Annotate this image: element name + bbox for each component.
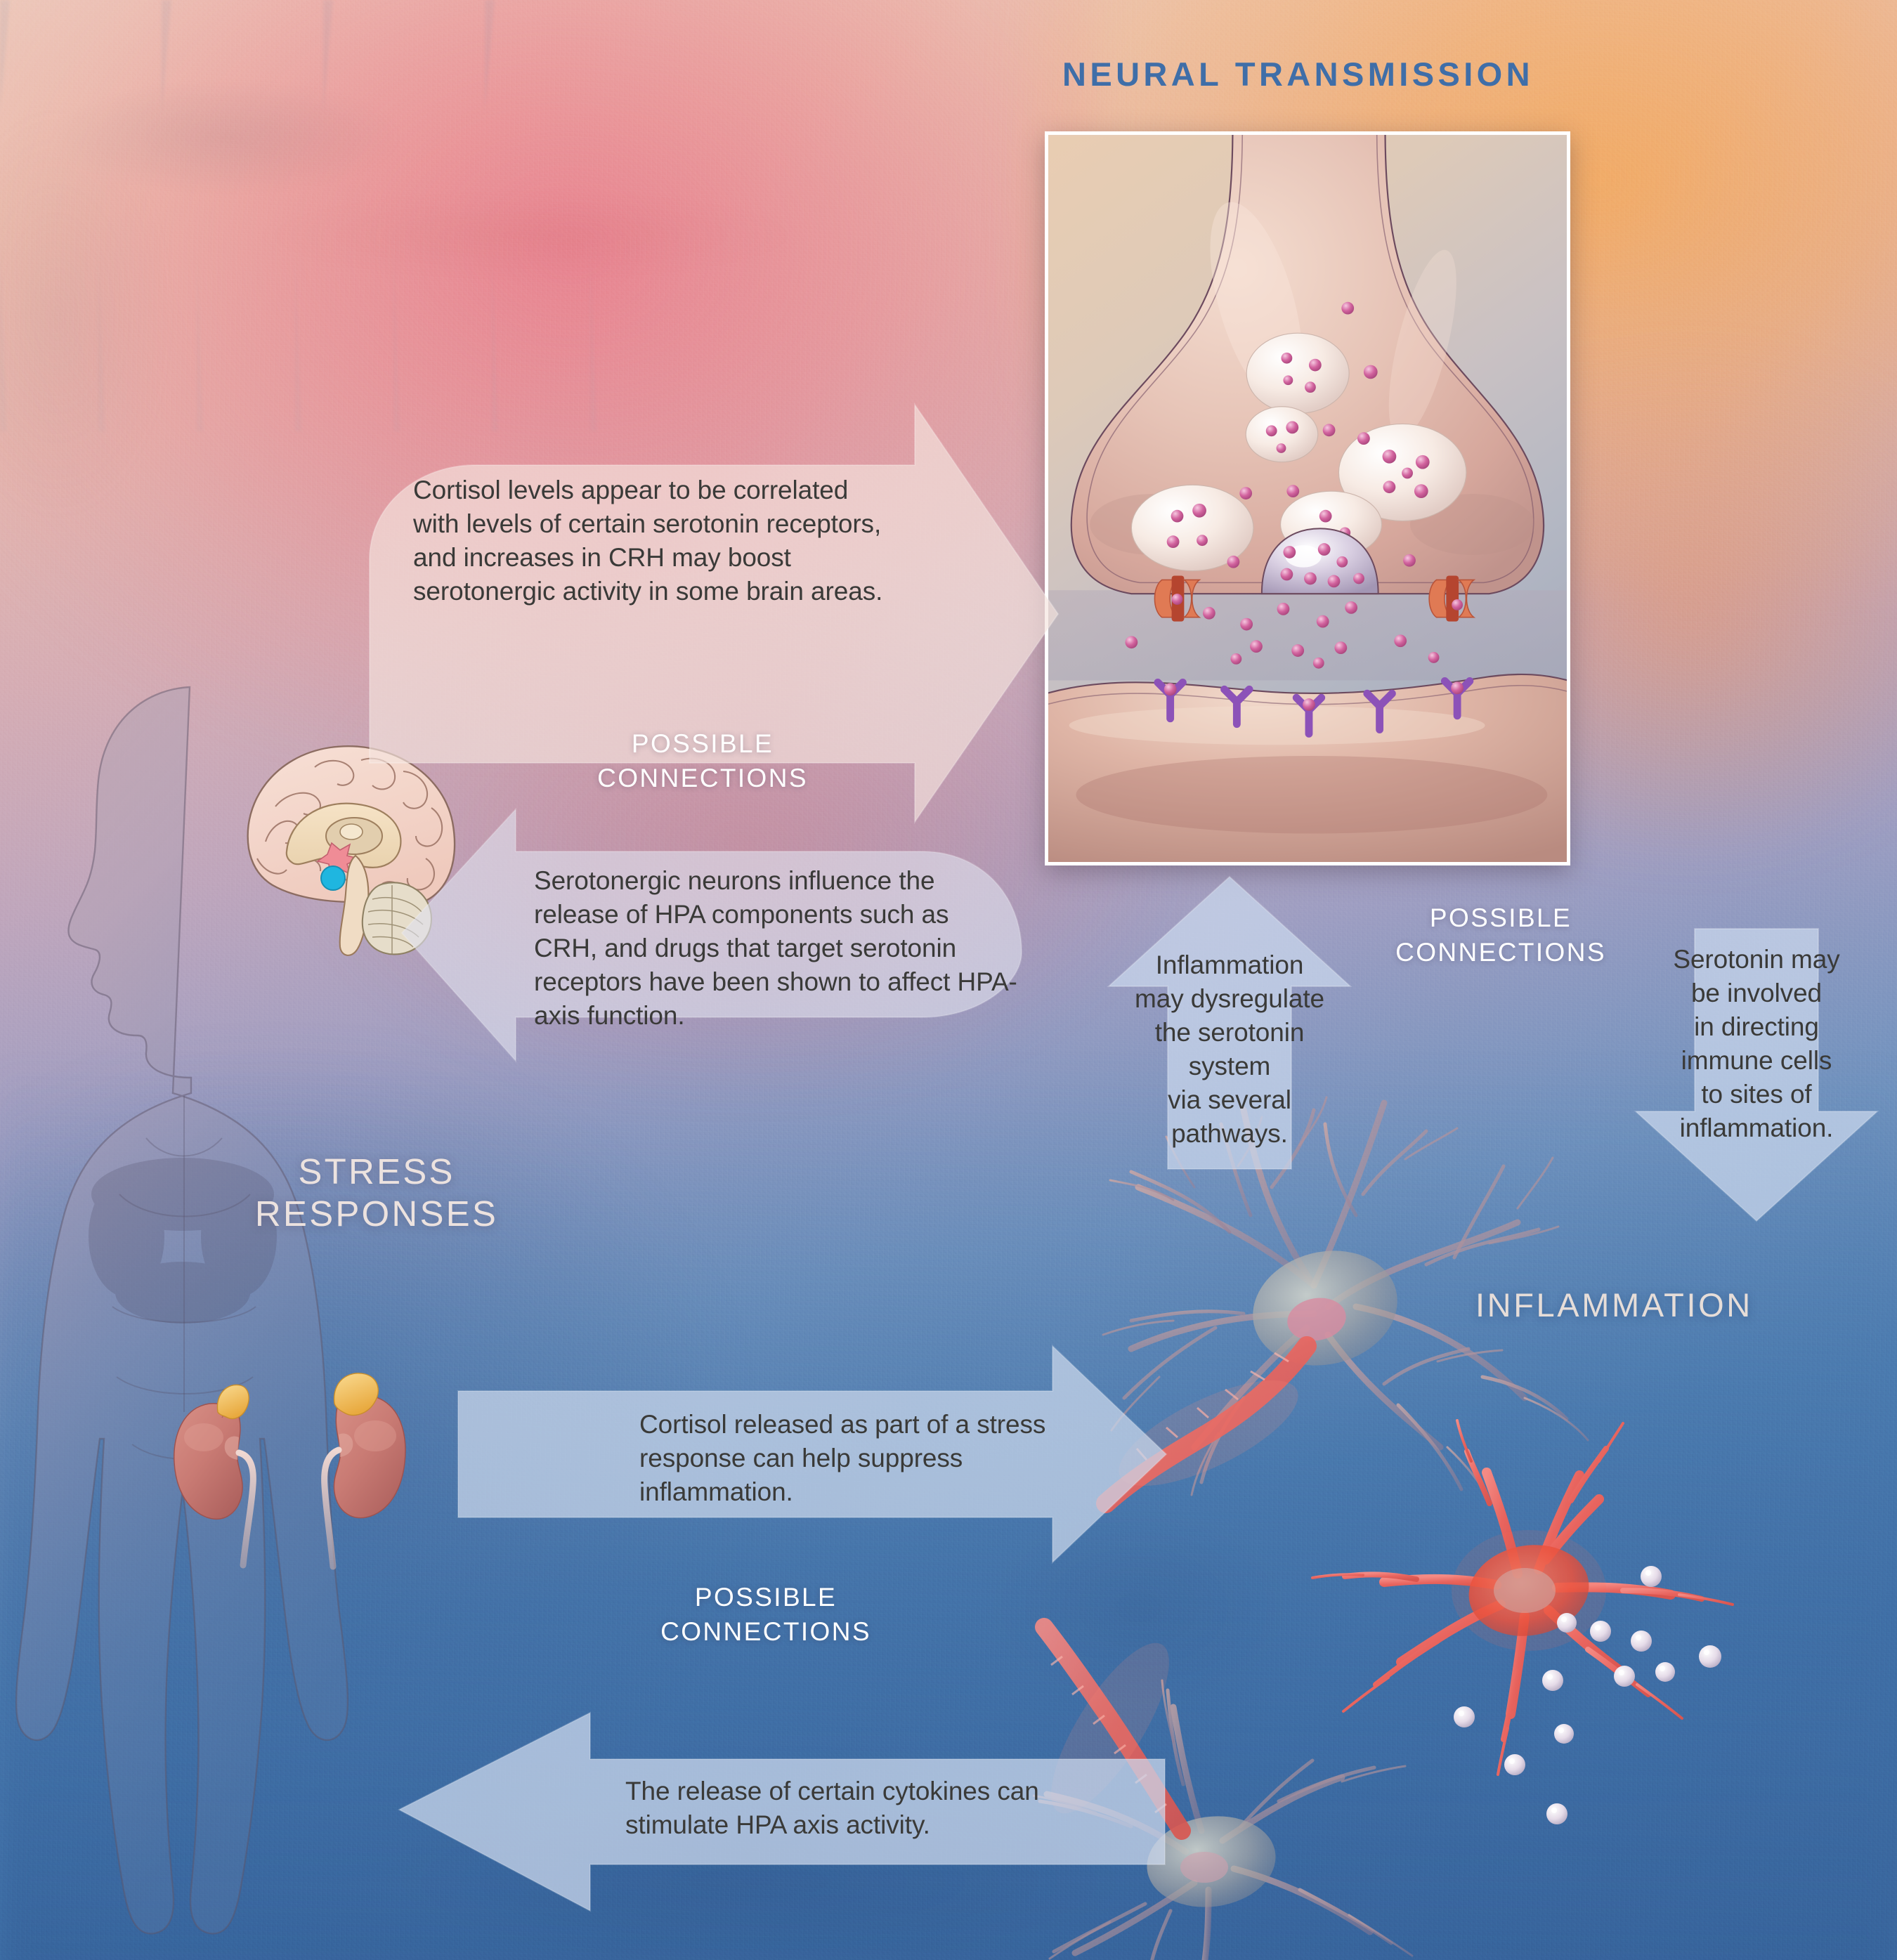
- sagittal-brain-illustration: [181, 718, 483, 978]
- arrow-cortisol-suppress: Cortisol released as part of a stress re…: [457, 1342, 1168, 1567]
- human-body-figure: [14, 686, 604, 1939]
- background-streaks: [0, 0, 645, 431]
- arrow-serotonergic-hpa-text: Serotonergic neurons influence the relea…: [534, 866, 1017, 1031]
- section-label-inflammation: INFLAMMATION: [1475, 1286, 1753, 1324]
- label-possible-connections-right: POSSIBLE CONNECTIONS: [1395, 903, 1606, 967]
- section-label-stress-responses: STRESS RESPONSES: [254, 1151, 499, 1234]
- page-title-neural-transmission: NEURAL TRANSMISSION: [1062, 55, 1534, 93]
- label-possible-connections-top: POSSIBLE CONNECTIONS: [597, 729, 808, 792]
- arrow-serotonin-immune: Serotonin may be involved in directing i…: [1630, 927, 1883, 1222]
- arrow-cytokines-hpa: The release of certain cytokines can sti…: [393, 1706, 1166, 1938]
- arrow-serotonin-immune-text: Serotonin may be involved in directing i…: [1673, 945, 1840, 1143]
- kidneys-adrenal-illustration: [160, 1347, 420, 1579]
- arrow-cortisol-serotonin-text: Cortisol levels appear to be correlated …: [413, 476, 883, 606]
- arrow-inflammation-serotonin-text: Inflammation may dysregulate the seroton…: [1135, 950, 1324, 1149]
- arrow-cytokines-hpa-text: The release of certain cytokines can sti…: [625, 1777, 1039, 1840]
- arrow-cortisol-serotonin: Cortisol levels appear to be correlated …: [327, 398, 1062, 833]
- arrow-serotonergic-hpa: Serotonergic neurons influence the relea…: [400, 806, 1068, 1124]
- label-possible-connections-bottom: POSSIBLE CONNECTIONS: [660, 1583, 871, 1646]
- arrow-inflammation-serotonin: Inflammation may dysregulate the seroton…: [1103, 875, 1356, 1170]
- arrow-cortisol-suppress-text: Cortisol released as part of a stress re…: [639, 1410, 1046, 1507]
- synapse-illustration-panel: [1045, 131, 1570, 865]
